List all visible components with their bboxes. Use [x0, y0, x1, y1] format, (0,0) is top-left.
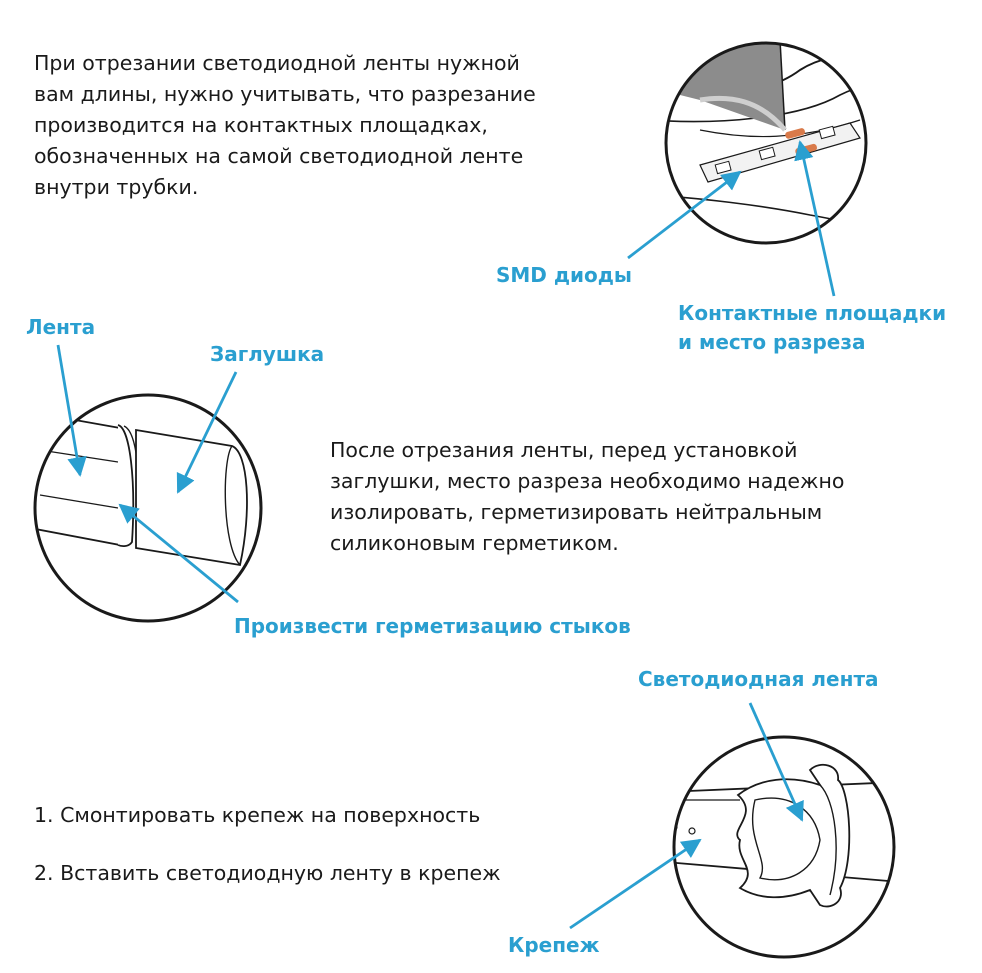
contact-pads-line-1: Контактные площадки [678, 301, 947, 325]
sealing-line-2: заглушки, место разреза необходимо надеж… [330, 469, 845, 493]
arrow-led-tape [748, 702, 804, 822]
cut-illustration [664, 41, 868, 245]
arrow-tape [56, 344, 87, 477]
cap-label: Заглушка [210, 342, 325, 366]
arrow-mount [569, 838, 702, 930]
cap-illustration [33, 393, 263, 623]
cutting-line-1: При отрезании светодиодной ленты нужной [34, 51, 520, 75]
contact-pads-line-2: и место разреза [678, 330, 866, 354]
led-tape-label: Светодиодная лента [638, 667, 879, 691]
mount-label: Крепеж [508, 933, 600, 957]
sealing-line-3: изолировать, герметизировать нейтральным [330, 500, 823, 524]
cutting-instructions: При отрезании светодиодной ленты нужной … [34, 48, 536, 203]
callout-arrows [56, 140, 836, 930]
mount-steps: 1. Смонтировать крепеж на поверхность 2.… [34, 786, 501, 902]
seal-joints-label: Произвести герметизацию стыков [234, 614, 631, 638]
contact-pads-label: Контактные площадки и место разреза [678, 299, 946, 357]
arrow-smd [627, 170, 742, 260]
cutting-line-5: внутри трубки. [34, 175, 199, 199]
arrow-cap [176, 371, 238, 494]
sealing-line-1: После отрезания ленты, перед установкой [330, 438, 798, 462]
cutting-line-4: обозначенных на самой светодиодной ленте [34, 144, 524, 168]
sealing-instructions: После отрезания ленты, перед установкой … [330, 435, 844, 559]
arrow-pads [794, 140, 836, 297]
arrow-seal [118, 503, 239, 604]
smd-diodes-label: SMD диоды [496, 263, 633, 287]
mount-step-2: 2. Вставить светодиодную ленту в крепеж [34, 861, 501, 885]
mount-illustration [672, 735, 896, 959]
cutting-line-3: производится на контактных площадках, [34, 113, 488, 137]
tape-label: Лента [26, 315, 96, 339]
mount-step-1: 1. Смонтировать крепеж на поверхность [34, 803, 481, 827]
sealing-line-4: силиконовым герметиком. [330, 531, 619, 555]
cutting-line-2: вам длины, нужно учитывать, что разрезан… [34, 82, 536, 106]
